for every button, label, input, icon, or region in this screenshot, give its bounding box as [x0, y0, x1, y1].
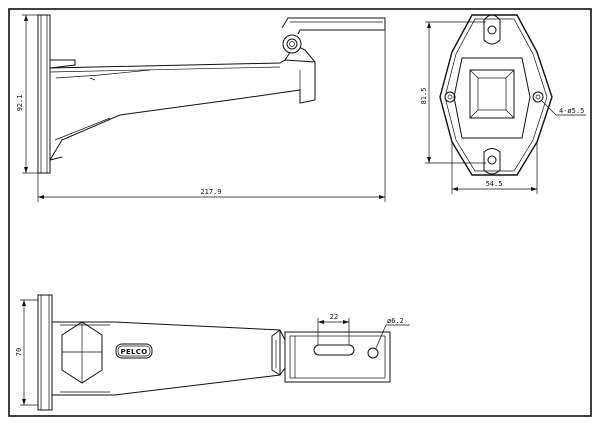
dimension-base-height: 70 — [15, 299, 38, 406]
side-view: 92.1 217.9 — [16, 14, 386, 202]
top-slot — [313, 344, 355, 356]
dimension-height-side: 92.1 — [16, 14, 38, 174]
top-bracket-plate — [284, 331, 391, 383]
dim-height-side-label: 92.1 — [16, 95, 24, 112]
dimension-slot: 22 — [317, 313, 350, 345]
plate-hole-right — [532, 91, 544, 103]
dimension-hole: ø6.2 — [375, 317, 410, 349]
plate-outline — [439, 14, 553, 176]
dim-length-total-label: 217.9 — [200, 188, 221, 196]
plate-hole-top — [487, 25, 497, 35]
top-wall-plate — [37, 294, 53, 411]
dim-base-height-label: 70 — [15, 348, 23, 356]
top-hole — [367, 347, 379, 359]
plate-view: 81.5 54.5 4-ø5.5 — [420, 14, 586, 194]
brand-label-text: PELCO — [121, 348, 148, 356]
dim-plate-width-label: 54.5 — [486, 180, 503, 188]
top-view: PELCO 22 ø6.2 — [15, 294, 410, 411]
dim-hole-label: ø6.2 — [387, 317, 404, 325]
dim-mount-holes-label: 4-ø5.5 — [559, 107, 584, 115]
side-wall-plate — [37, 14, 51, 174]
drawing-border — [8, 8, 592, 417]
dimension-plate-width: 54.5 — [451, 142, 538, 194]
plate-hole-left — [444, 91, 456, 103]
plate-center-hub — [453, 57, 531, 139]
plate-hole-bottom — [487, 155, 497, 165]
dimension-mount-holes: 4-ø5.5 — [541, 100, 586, 116]
dimension-length-total: 217.9 — [37, 30, 386, 202]
side-top-plate — [281, 17, 386, 35]
side-arm — [49, 59, 316, 161]
side-swivel-nut — [282, 34, 302, 54]
dimension-plate-height: 81.5 — [420, 21, 486, 164]
dim-slot-label: 22 — [330, 313, 338, 321]
dim-plate-height-label: 81.5 — [420, 88, 428, 105]
top-arm — [52, 321, 281, 396]
brand-label: PELCO — [115, 343, 153, 359]
